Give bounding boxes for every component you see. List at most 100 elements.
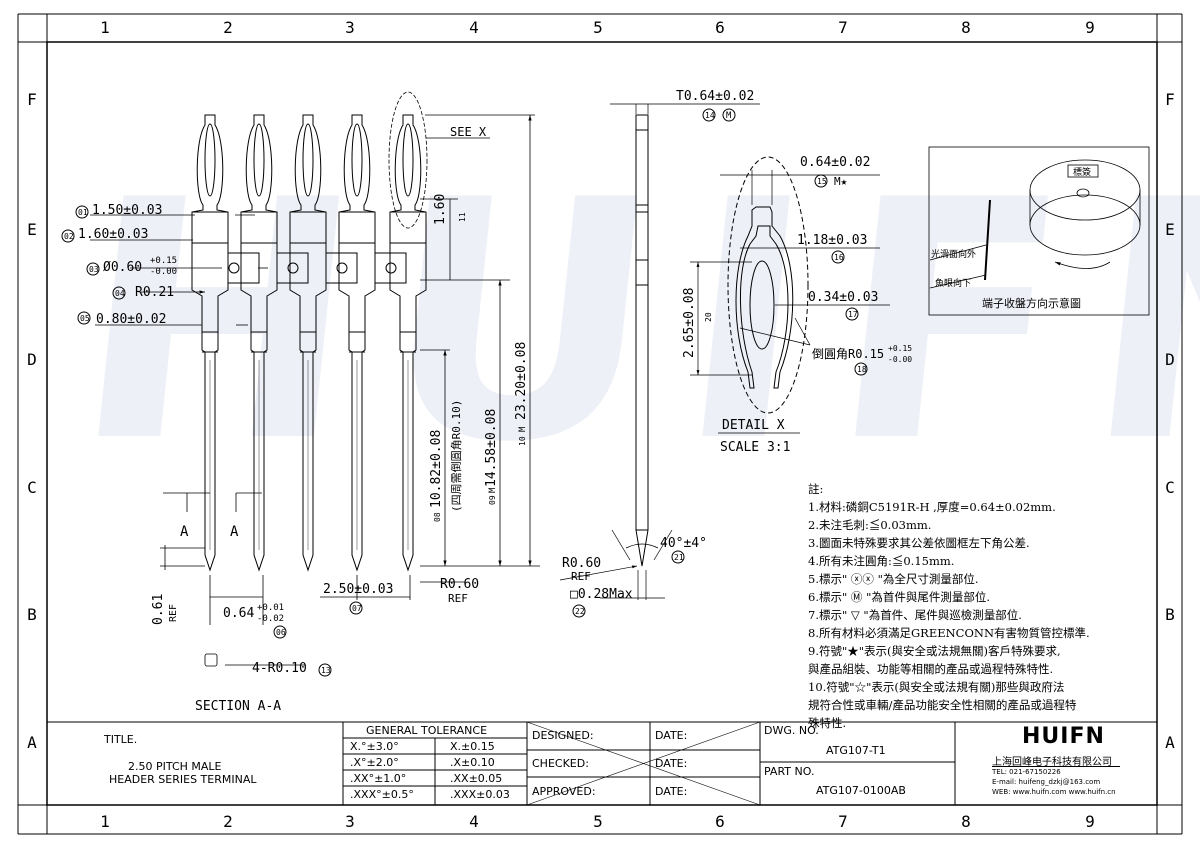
- column-label: 4: [469, 812, 479, 831]
- date-label-2: DATE:: [655, 757, 688, 770]
- row-label: A: [27, 733, 37, 752]
- note-line: 7.標示" ▽ "為首件、尾件與巡檢測量部位.: [808, 608, 1022, 622]
- tolerance-cell: .XXX°±0.5°: [350, 788, 414, 801]
- row-label: D: [27, 350, 37, 369]
- dim-04: R0.21: [135, 285, 174, 300]
- tolerance-cell: X.±0.15: [450, 740, 495, 753]
- row-label: E: [1165, 220, 1175, 239]
- column-label: 9: [1085, 812, 1095, 831]
- row-label: B: [27, 605, 37, 624]
- column-label: 6: [715, 812, 725, 831]
- company-logo: HUIFN: [1022, 724, 1105, 749]
- dim-01: 1.50±0.03: [92, 203, 162, 218]
- note-line: 2.未注毛刺:≦0.03mm.: [808, 518, 932, 532]
- column-label: 4: [469, 18, 479, 37]
- dim-05: 0.80±0.02: [96, 312, 166, 327]
- company-tel: TEL: 021-67150226: [992, 768, 1061, 776]
- dwg-no: ATG107-T1: [826, 744, 886, 757]
- dim-01-tag: 01: [78, 208, 88, 217]
- see-x-label: SEE X: [450, 125, 487, 139]
- column-label: 7: [838, 812, 848, 831]
- side-tip-radius: R0.60: [562, 556, 601, 571]
- date-label-1: DATE:: [655, 729, 688, 742]
- column-label: 8: [961, 812, 971, 831]
- column-label: 3: [345, 18, 355, 37]
- dim-05-tag: 05: [80, 314, 90, 323]
- dim-061: 0.61: [151, 594, 166, 625]
- approved-label: APPROVED:: [532, 785, 596, 798]
- company-name: 上海回峰电子科技有限公司: [992, 757, 1112, 768]
- terminal-pin: [240, 114, 309, 572]
- thickness-dim: T0.64±0.02: [676, 89, 754, 104]
- column-label: 1: [100, 18, 110, 37]
- detail-dim-16-tag: 16: [834, 253, 844, 262]
- row-label: B: [1165, 605, 1175, 624]
- company-divider: [992, 766, 1120, 767]
- tolerance-cell: .XXX±0.03: [450, 788, 510, 801]
- vdim-10-sym: M: [518, 426, 528, 432]
- corner-radius-tag: 13: [321, 666, 331, 675]
- pitch-tag: 07: [352, 604, 362, 613]
- pitch-dim: 2.50±0.03: [323, 582, 393, 597]
- detail-dim-15-tag: 15: [817, 177, 827, 186]
- note-line: 9.符號"★"表示(與安全或法規無關)客戶特殊要求,: [808, 644, 1061, 658]
- detail-dim-18-tag: 18: [857, 365, 867, 374]
- row-label: C: [1165, 478, 1175, 497]
- dim-03-sub: -0.00: [150, 267, 177, 277]
- column-label: 3: [345, 812, 355, 831]
- detail-dim-20: 2.65±0.08: [682, 288, 697, 358]
- row-label: F: [1165, 90, 1175, 109]
- detail-scale: SCALE 3:1: [720, 440, 790, 455]
- note-line: 3.圖面未特殊要求其公差依圖框左下角公差.: [808, 536, 1030, 550]
- note-line: 規符合性或車輛/產品功能安全性相關的產品或過程特: [808, 698, 1077, 712]
- note-line: 與產品組裝、功能等相關的產品或過程特殊特性.: [808, 662, 1054, 676]
- row-label: F: [27, 90, 37, 109]
- tolerance-cell: .X°±2.0°: [350, 756, 399, 769]
- notes-title: 註:: [808, 482, 824, 496]
- detail-dim-16: 1.18±0.03: [797, 233, 867, 248]
- column-label: 5: [593, 18, 603, 37]
- column-label: 1: [100, 812, 110, 831]
- column-label: 9: [1085, 18, 1095, 37]
- vdim-09: 14.58±0.08: [484, 409, 499, 487]
- designed-label: DESIGNED:: [532, 729, 594, 742]
- detail-dim-17: 0.34±0.03: [808, 290, 878, 305]
- detail-title: DETAIL X: [722, 418, 785, 433]
- detail-dim-20-tag: 20: [704, 312, 713, 322]
- dim-03: Ø0.60: [103, 260, 142, 275]
- detail-dim-18: 倒圓角R0.15: [812, 347, 884, 361]
- tip-radius-ref: REF: [448, 592, 468, 605]
- reel-side-smooth: 光滑面向外: [931, 248, 976, 260]
- vdim-10-tag: 10: [518, 436, 527, 446]
- part-no-label: PART NO.: [764, 765, 815, 778]
- tolerance-cell: X.°±3.0°: [350, 740, 399, 753]
- thickness-tag: 14: [705, 111, 715, 120]
- section-arrow-a-right: A: [230, 524, 239, 540]
- note-line: 5.標示" ⓧⓧ "為全尺寸測量部位.: [808, 572, 979, 586]
- dim-03-tag: 03: [89, 265, 99, 274]
- column-label: 8: [961, 18, 971, 37]
- section-arrow-a-left: A: [180, 524, 189, 540]
- note-line: 6.標示" Ⓜ "為首件與尾件測量部位.: [808, 590, 991, 604]
- vdim-11: 1.60: [433, 194, 448, 225]
- dwg-no-label: DWG. NO.: [764, 724, 819, 737]
- tolerance-cell: .XX°±1.0°: [350, 772, 407, 785]
- title-line-1: 2.50 PITCH MALE: [128, 760, 222, 773]
- terminal-pin: [389, 114, 427, 572]
- detail-dim-15: 0.64±0.02: [800, 155, 870, 170]
- dim-061-ref: REF: [168, 604, 179, 622]
- reel-label: 標簽: [1073, 166, 1091, 178]
- note-line: 殊特性.: [808, 716, 847, 730]
- column-label: 2: [223, 18, 233, 37]
- part-no: ATG107-0100AB: [816, 784, 906, 797]
- row-label: A: [1165, 733, 1175, 752]
- notes-lines: 1.材料:磷銅C5191R-H ,厚度=0.64±0.02mm.2.未注毛刺:≦…: [808, 498, 1168, 732]
- flat-max: □0.28Max: [570, 587, 633, 602]
- vdim-10: 23.20±0.08: [514, 342, 529, 420]
- reel-caption: 端子收盤方向示意圖: [982, 296, 1081, 310]
- company-web: WEB: www.huifn.com www.huifn.cn: [992, 788, 1116, 796]
- date-label-3: DATE:: [655, 785, 688, 798]
- note-line: 8.所有材料必須滿足GREENCONN有害物質管控標準.: [808, 626, 1090, 640]
- detail-dim-18-sub: -0.00: [888, 355, 912, 364]
